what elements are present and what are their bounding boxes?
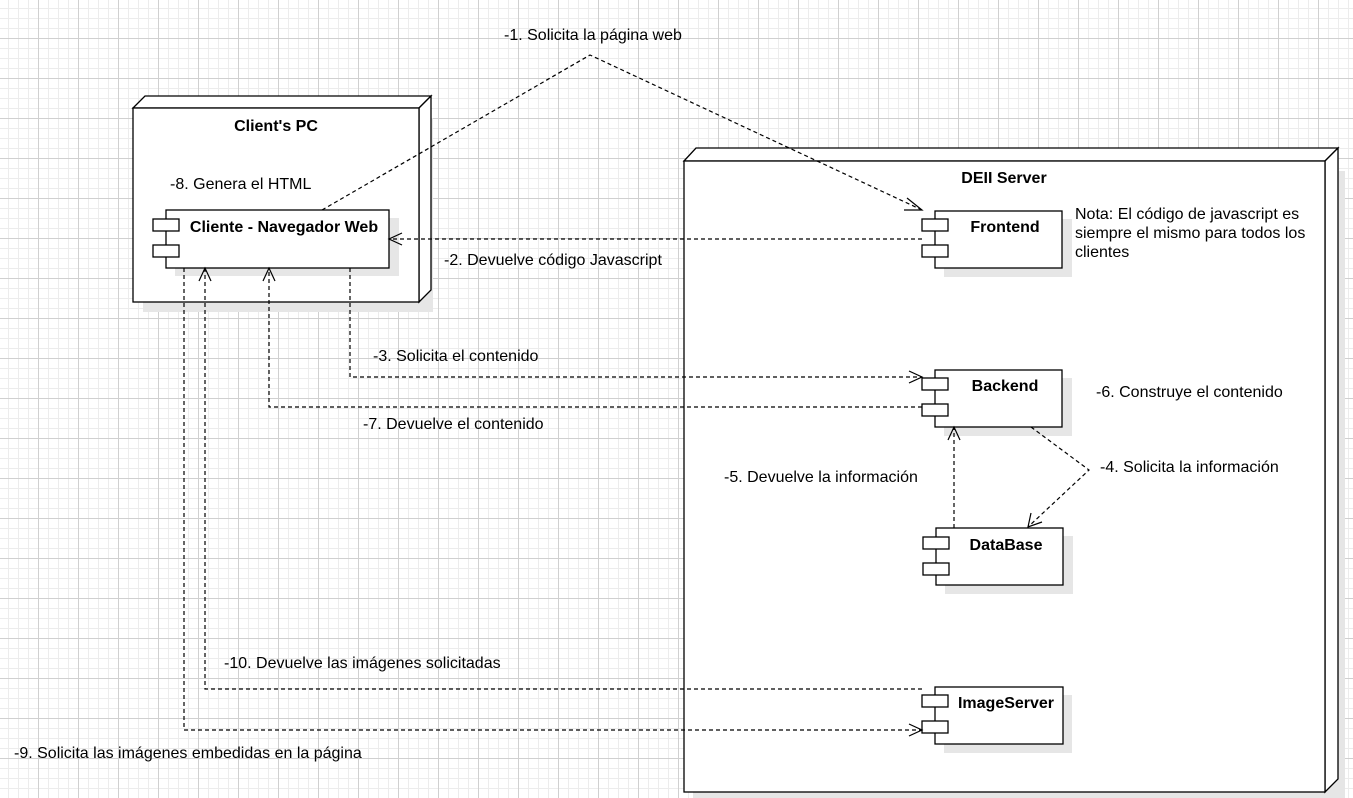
component-port-icon bbox=[921, 244, 949, 258]
edge-return-images[interactable] bbox=[204, 268, 922, 690]
component-database[interactable]: DataBase bbox=[922, 527, 1073, 594]
component-browser[interactable]: Cliente - Navegador Web bbox=[152, 209, 399, 276]
component-imageserver[interactable]: ImageServer bbox=[921, 686, 1072, 753]
step-7-label: -7. Devuelve el contenido bbox=[363, 416, 544, 433]
component-port-icon bbox=[921, 403, 949, 417]
edge-return-content[interactable] bbox=[268, 268, 922, 408]
database-label: DataBase bbox=[970, 537, 1043, 554]
imageserver-label: ImageServer bbox=[958, 695, 1054, 712]
step-4-label: -4. Solicita la información bbox=[1100, 459, 1279, 476]
arrowhead-icon bbox=[387, 232, 403, 246]
arrowhead-icon bbox=[198, 266, 212, 282]
step-9-label: -9. Solicita las imágenes embedidas en l… bbox=[14, 745, 362, 762]
component-port-icon bbox=[921, 218, 949, 232]
arrowhead-icon bbox=[1027, 512, 1043, 528]
step-2-label: -2. Devuelve código Javascript bbox=[444, 252, 662, 269]
component-port-icon bbox=[152, 244, 180, 258]
component-port-icon bbox=[921, 377, 949, 391]
component-port-icon bbox=[921, 720, 949, 734]
browser-label: Cliente - Navegador Web bbox=[190, 219, 378, 236]
frontend-label: Frontend bbox=[970, 219, 1039, 236]
edge-request-content[interactable] bbox=[349, 268, 922, 378]
client-pc-node[interactable]: Client's PC bbox=[131, 94, 433, 312]
arrowhead-icon bbox=[908, 370, 924, 384]
deii-server-title: DEII Server bbox=[961, 170, 1046, 187]
component-port-icon bbox=[922, 562, 950, 576]
client-pc-title: Client's PC bbox=[234, 118, 318, 135]
step-3-label: -3. Solicita el contenido bbox=[373, 348, 539, 365]
arrowhead-icon bbox=[262, 266, 276, 282]
component-frontend[interactable]: Frontend bbox=[921, 210, 1072, 277]
edge-request-information[interactable] bbox=[1027, 426, 1090, 528]
step-1-label: -1. Solicita la página web bbox=[504, 27, 682, 44]
backend-label: Backend bbox=[972, 378, 1039, 395]
edge-request-page[interactable] bbox=[321, 54, 923, 211]
arrowhead-icon bbox=[904, 197, 924, 211]
arrowhead-icon bbox=[908, 723, 924, 737]
component-port-icon bbox=[921, 694, 949, 708]
javascript-note: Nota: El código de javascript es siempre… bbox=[1075, 206, 1306, 261]
step-10-label: -10. Devuelve las imágenes solicitadas bbox=[224, 655, 501, 672]
step-5-label: -5. Devuelve la información bbox=[724, 469, 918, 486]
component-backend[interactable]: Backend bbox=[921, 369, 1072, 436]
edge-request-images[interactable] bbox=[183, 268, 922, 731]
component-port-icon bbox=[922, 536, 950, 550]
component-port-icon bbox=[152, 218, 180, 232]
arrowhead-icon bbox=[947, 425, 961, 441]
step-8-label: -8. Genera el HTML bbox=[170, 176, 311, 193]
step-6-label: -6. Construye el contenido bbox=[1096, 384, 1283, 401]
